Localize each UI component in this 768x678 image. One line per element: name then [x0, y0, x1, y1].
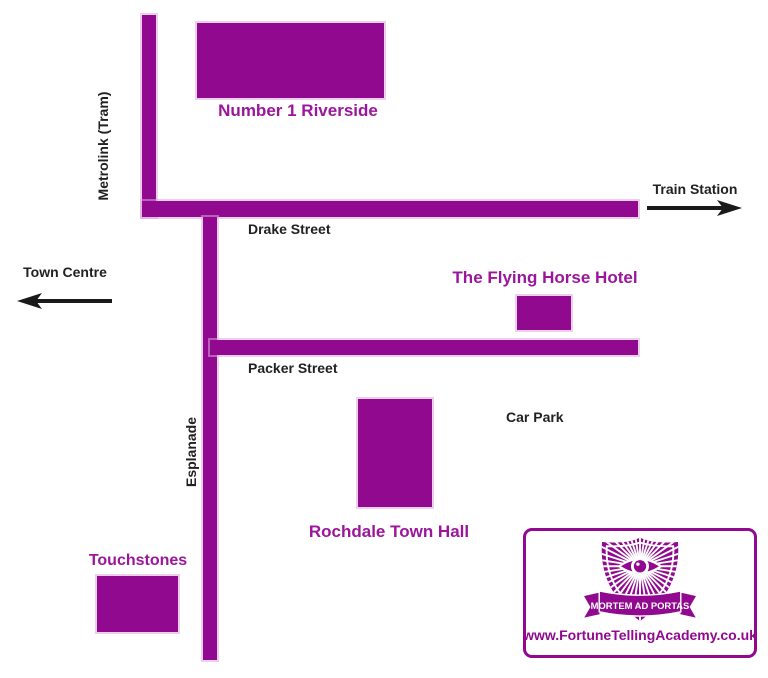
packer-street-line — [210, 340, 638, 355]
metrolink-tram-label: Metrolink (Tram) — [95, 91, 111, 201]
flying-horse-hotel-label: The Flying Horse Hotel — [452, 268, 638, 287]
touchstones-label: Touchstones — [88, 552, 188, 569]
train-station-label: Train Station — [652, 181, 738, 197]
esplanade-line — [203, 217, 217, 660]
eye-icon — [617, 557, 663, 576]
town-centre-arrow-icon — [17, 293, 112, 309]
car-park-label: Car Park — [506, 409, 564, 425]
number-1-riverside-building — [197, 23, 384, 98]
touchstones-building — [97, 576, 178, 632]
motto-banner: MORTEM AD PORTAS — [581, 590, 699, 620]
rochdale-town-hall-label: Rochdale Town Hall — [308, 522, 470, 541]
drake-street-line — [142, 201, 638, 217]
packer-street-label: Packer Street — [248, 360, 338, 376]
number-1-riverside-label: Number 1 Riverside — [218, 101, 378, 120]
drake-street-label: Drake Street — [248, 221, 331, 237]
fortune-telling-academy-logo-box: MORTEM AD PORTAS www.FortuneTellingAcade… — [523, 528, 757, 658]
academy-url-text: www.FortuneTellingAcademy.co.uk — [523, 627, 757, 643]
town-centre-label: Town Centre — [23, 264, 107, 280]
rochdale-town-hall-building — [358, 399, 432, 507]
motto-text: MORTEM AD PORTAS — [591, 601, 690, 612]
eye-sunburst-crest-icon: MORTEM AD PORTAS — [581, 537, 699, 622]
metrolink-tram-line — [142, 15, 156, 217]
flying-horse-hotel-building — [517, 296, 571, 330]
esplanade-label: Esplanade — [183, 416, 199, 488]
train-station-arrow-icon — [647, 200, 742, 216]
